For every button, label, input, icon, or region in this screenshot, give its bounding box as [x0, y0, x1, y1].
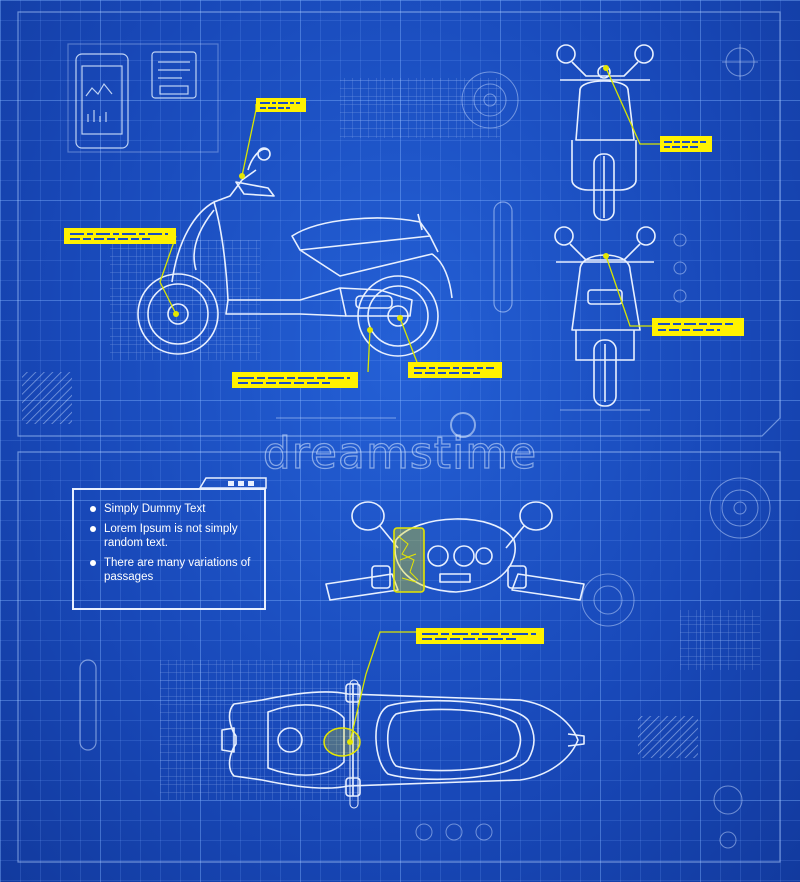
hatch-block [22, 372, 72, 424]
info-box: Simply Dummy Text Lorem Ipsum is not sim… [72, 488, 266, 610]
bullet-icon [90, 560, 96, 566]
scooter-rear-view [554, 226, 656, 407]
callout-dots [173, 65, 609, 745]
card-widget-icon [151, 51, 197, 99]
scooter-top-view [221, 679, 585, 809]
info-list-item: There are many variations of passages [84, 556, 254, 584]
fine-grid-patch [680, 610, 760, 670]
watermark-logo-icon [450, 412, 476, 438]
phone-mount-highlight [393, 527, 425, 593]
scooter-front-view [556, 44, 654, 221]
engine-callout [232, 372, 358, 388]
scooter-dashboard-view [325, 501, 585, 601]
fine-grid-patch [340, 78, 500, 138]
bullet-icon [90, 526, 96, 532]
info-list: Simply Dummy Text Lorem Ipsum is not sim… [84, 502, 254, 584]
dashboard-callout [416, 628, 544, 644]
rear-wheel-callout [408, 362, 502, 378]
mirror-callout [256, 98, 306, 112]
top-view-highlight [323, 727, 361, 757]
phone-map-icon [397, 535, 419, 583]
target-circles-icon [415, 44, 771, 849]
watermark-text: dreamstime [262, 427, 538, 479]
bottom-panel-frame [17, 451, 781, 863]
front-wheel-callout [64, 228, 176, 244]
top-panel-frame [17, 11, 781, 437]
fine-grid-patch [160, 660, 360, 800]
info-box-header-tabs [198, 477, 267, 489]
phone-widget-icon [67, 43, 219, 153]
slider-pill-icon [79, 201, 513, 751]
info-list-item: Lorem Ipsum is not simply random text. [84, 522, 254, 550]
callout-leader-lines [159, 67, 660, 743]
hatch-block [638, 716, 698, 758]
info-list-item: Simply Dummy Text [84, 502, 254, 516]
rear-view-callout [652, 318, 744, 336]
bullet-icon [90, 506, 96, 512]
scooter-side-view [137, 147, 453, 357]
dimension-marks [276, 409, 650, 419]
front-view-callout [660, 136, 712, 152]
